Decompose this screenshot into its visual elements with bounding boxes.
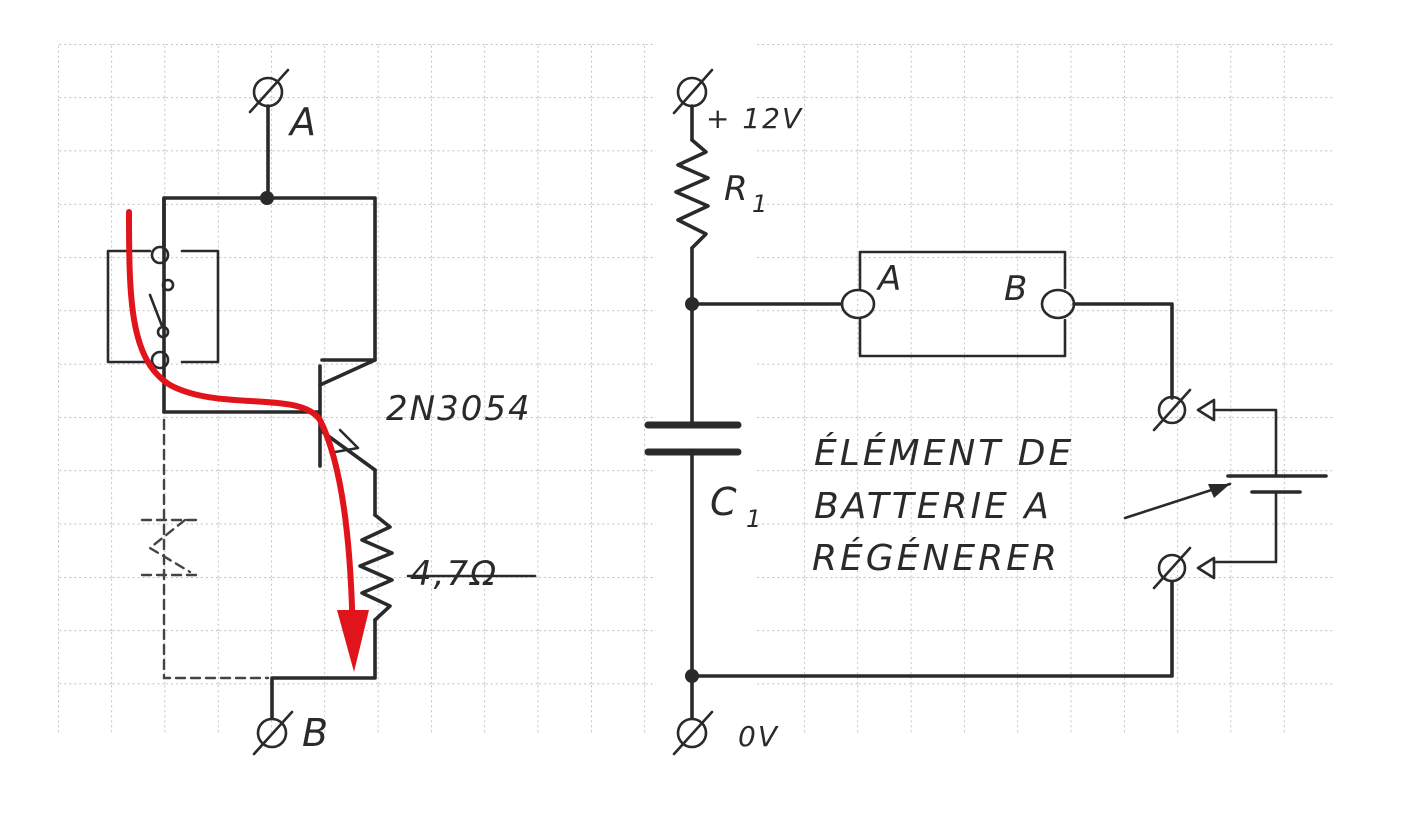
- capacitor-c1-subscript: 1: [746, 505, 763, 533]
- resistor-4-7-ohm-symbol: [358, 513, 394, 622]
- terminal-b-symbol: [252, 710, 294, 756]
- cell-label-line-2: BATTERIE A: [814, 486, 1052, 527]
- current-flow-arrow: [126, 209, 369, 672]
- ground-label: 0V: [738, 720, 779, 753]
- relay-coil-dashed: [140, 418, 270, 680]
- cell-pointer-arrow: [1123, 482, 1232, 520]
- capacitor-c1-symbol: [644, 421, 742, 456]
- battery-cell-symbol: [1212, 474, 1328, 564]
- cell-label-line-1: ÉLÉMENT DE: [814, 432, 1074, 474]
- resistor-label: 4,7Ω: [410, 554, 498, 594]
- ground-terminal-symbol: [672, 710, 714, 756]
- terminal-b-label: B: [302, 711, 330, 755]
- transistor-label: 2N3054: [386, 389, 532, 429]
- terminal-a-label: A: [287, 100, 318, 144]
- battery-terminal-top-symbol: [1152, 388, 1278, 478]
- module-terminal-a-label: A: [876, 259, 903, 299]
- resistor-r1-letter: R: [724, 169, 750, 209]
- left-circuit: A 2N3054 4,7Ω: [106, 68, 537, 756]
- cell-label-line-3: RÉGÉNERER: [812, 537, 1060, 579]
- resistor-r1-subscript: 1: [752, 190, 769, 218]
- capacitor-c1-letter: C: [710, 480, 739, 524]
- module-terminal-b-label: B: [1004, 269, 1029, 309]
- right-circuit: + 12V R 1 C 1 0V: [644, 68, 1328, 756]
- grid-paper-right: [754, 44, 1334, 734]
- supply-label: + 12V: [706, 102, 803, 135]
- resistor-r1-symbol: [674, 138, 710, 250]
